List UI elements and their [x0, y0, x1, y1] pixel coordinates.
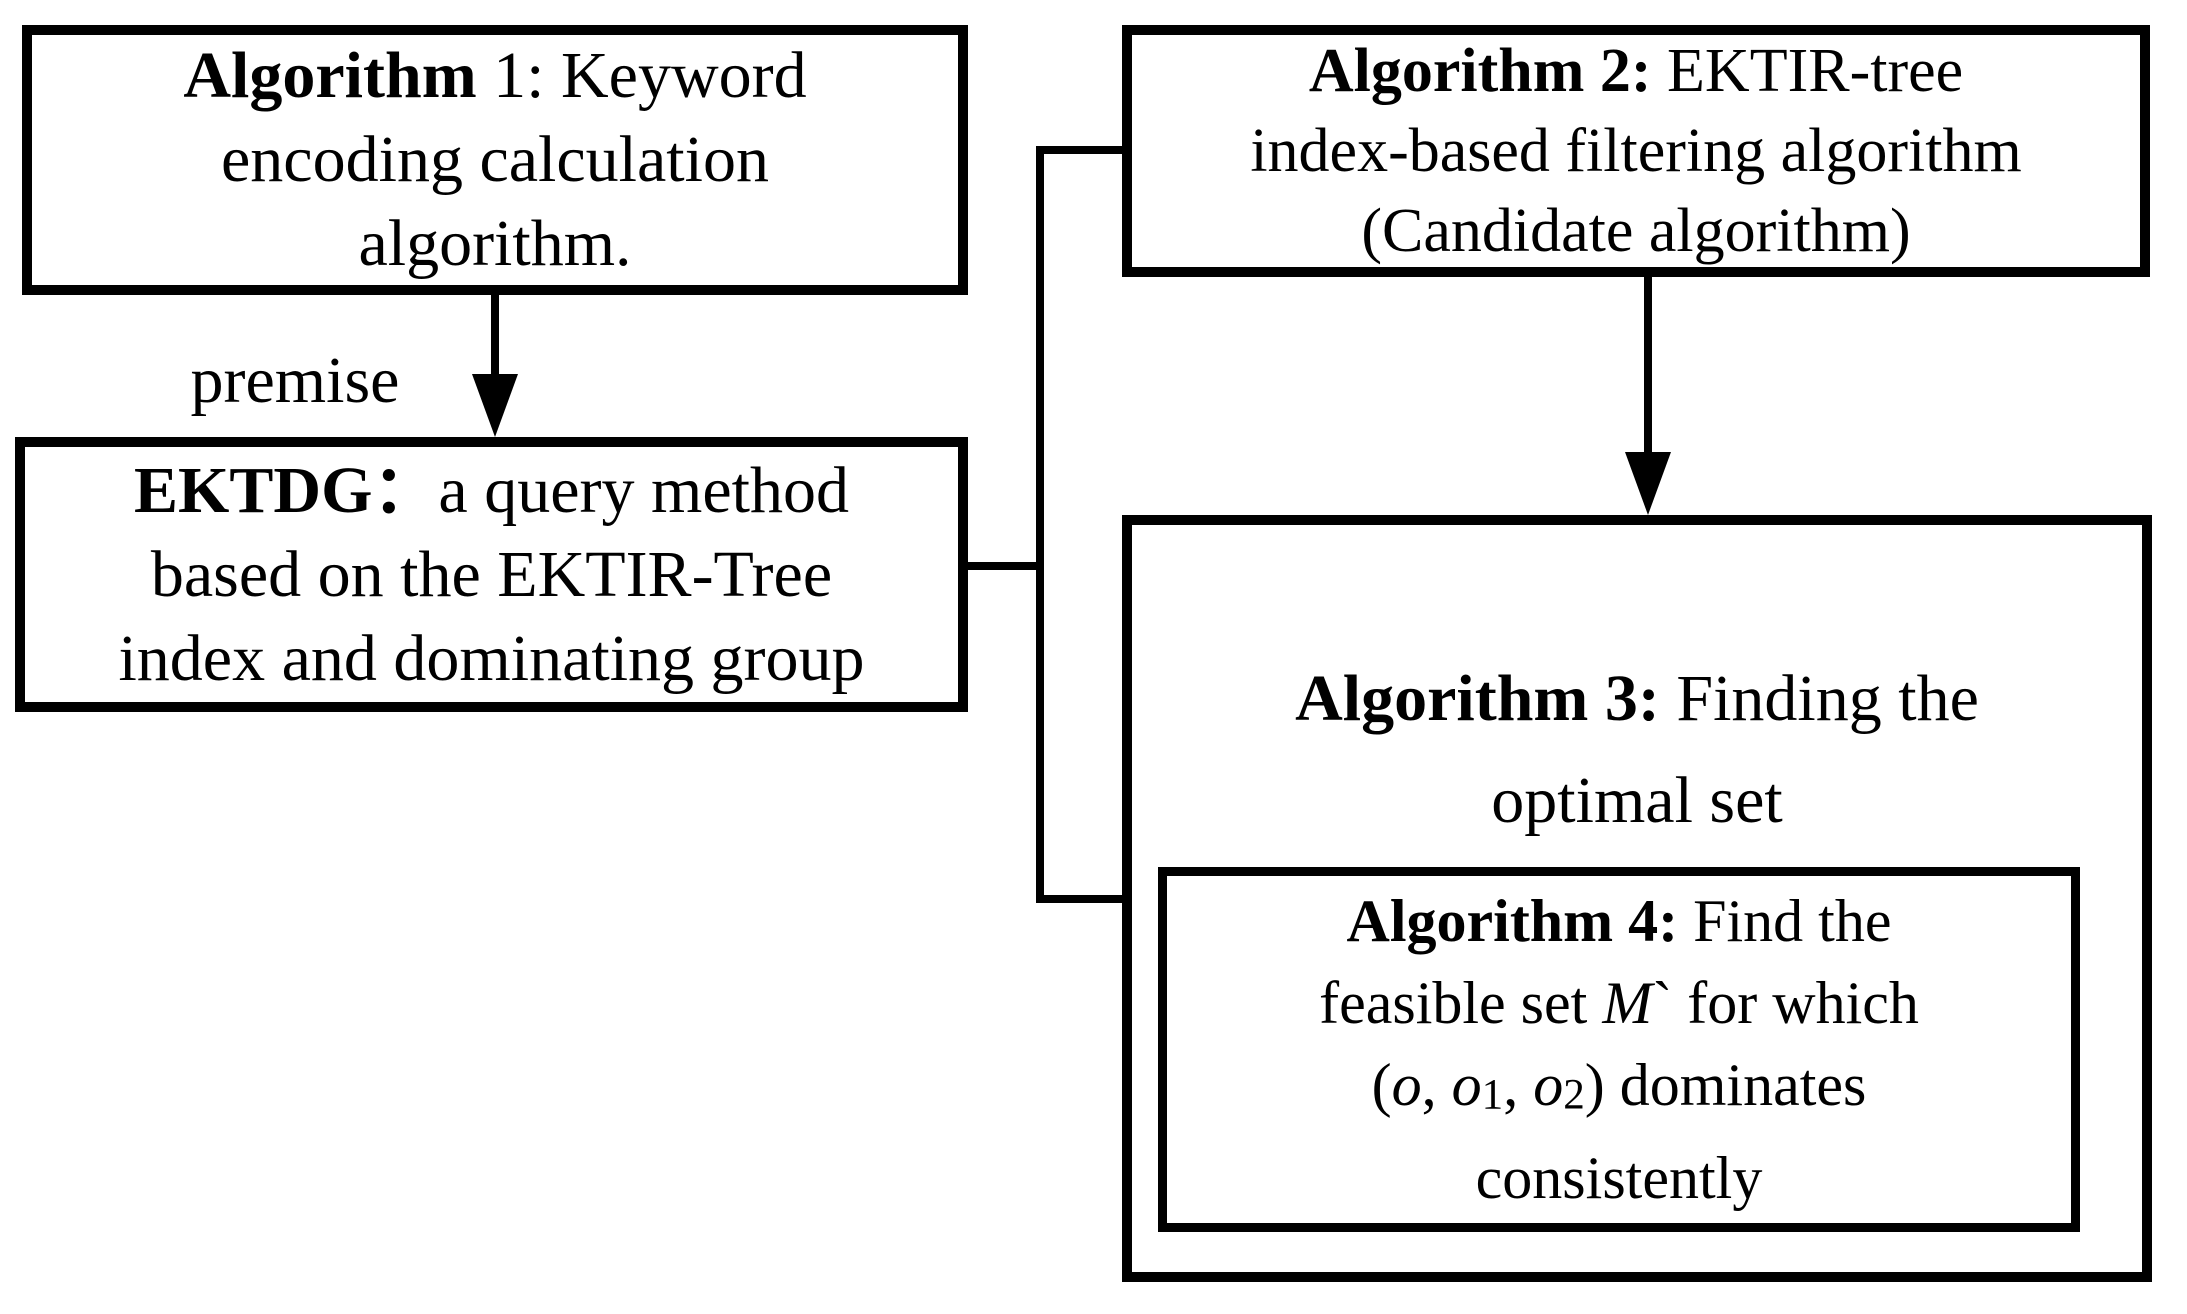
- algorithm4-title-line: Algorithm 4: Find the: [1347, 880, 1892, 962]
- algorithm4-variable-o2: o: [1533, 1052, 1564, 1119]
- algorithm4-l3-open: (: [1371, 1052, 1392, 1119]
- arrow-algorithm1-to-ektdg-head-icon: [472, 374, 518, 437]
- algorithm4-subscript-2: 2: [1563, 1071, 1585, 1119]
- algorithm4-l3-sep1: ,: [1421, 1052, 1452, 1119]
- ektdg-title-bold: EKTDG：: [134, 453, 439, 527]
- ektdg-title-line: EKTDG：a query method: [134, 449, 849, 533]
- algorithm4-line2: feasible set M` for which: [1319, 962, 1919, 1044]
- algorithm4-title-bold: Algorithm 4:: [1346, 888, 1679, 955]
- ektdg-line2: based on the EKTIR-Tree: [150, 537, 833, 611]
- algorithm2-box: Algorithm 2: EKTIR-tree index-based filt…: [1122, 25, 2150, 277]
- algorithm1-title-bold: Algorithm: [183, 39, 477, 112]
- algorithm4-line4: consistently: [1475, 1144, 1763, 1211]
- ektdg-box: EKTDG：a query method based on the EKTIR-…: [15, 437, 968, 712]
- algorithm3-title-rest: Finding the: [1659, 662, 1979, 735]
- arrow-algorithm2-to-algorithm3-head-icon: [1625, 452, 1671, 515]
- algorithm4-box: Algorithm 4: Find the feasible set M` fo…: [1158, 867, 2080, 1232]
- algorithm1-title-rest: 1: Keyword: [476, 39, 807, 112]
- algorithm3-title-bold: Algorithm 3:: [1295, 662, 1660, 735]
- arrow-algorithm1-to-ektdg-shaft: [491, 293, 499, 379]
- algorithm4-l3-close: ) dominates: [1584, 1052, 1867, 1119]
- algorithm1-box: Algorithm 1: Keyword encoding calculatio…: [22, 25, 968, 295]
- arrow-algorithm2-to-algorithm3-shaft: [1644, 275, 1652, 457]
- algorithm4-l3-sep2: ,: [1503, 1052, 1534, 1119]
- algorithm3-title: Algorithm 3: Finding the optimal set: [1122, 648, 2152, 852]
- algorithm4-l2-pre: feasible set: [1319, 970, 1603, 1037]
- algorithm2-line3: (Candidate algorithm): [1361, 197, 1911, 265]
- premise-label: premise: [190, 344, 400, 417]
- algorithm2-title-rest: EKTIR-tree: [1651, 37, 1964, 105]
- ektdg-line3: index and dominating group: [118, 621, 865, 695]
- algorithm1-title-line: Algorithm 1: Keyword: [183, 34, 806, 118]
- connector-trunk-to-algorithm3: [1036, 895, 1126, 903]
- algorithm4-line3: (o, o1, o2) dominates: [1372, 1044, 1867, 1136]
- algorithm4-subscript-1: 1: [1481, 1071, 1504, 1119]
- algorithm1-line2: encoding calculation: [221, 123, 769, 196]
- algorithm4-variable-o: o: [1391, 1052, 1422, 1119]
- algorithm2-title-line: Algorithm 2: EKTIR-tree: [1309, 31, 1963, 111]
- algorithm3-line2: optimal set: [1491, 764, 1783, 837]
- algorithm1-line3: algorithm.: [358, 207, 632, 280]
- algorithm4-title-rest: Find the: [1678, 888, 1892, 955]
- algorithm2-title-bold: Algorithm 2:: [1308, 37, 1652, 105]
- connector-ektdg-to-trunk: [964, 562, 1044, 570]
- algorithm2-line2: index-based filtering algorithm: [1250, 117, 2022, 185]
- algorithm3-title-line: Algorithm 3: Finding the: [1122, 648, 2152, 750]
- algorithm4-variable-o1: o: [1451, 1052, 1482, 1119]
- connector-trunk-vertical: [1036, 146, 1044, 903]
- ektdg-title-rest: a query method: [438, 453, 849, 527]
- algorithm4-l2-post: ` for which: [1652, 970, 1919, 1037]
- connector-trunk-to-algorithm2: [1036, 146, 1126, 154]
- algorithm4-variable-M: M: [1602, 970, 1653, 1037]
